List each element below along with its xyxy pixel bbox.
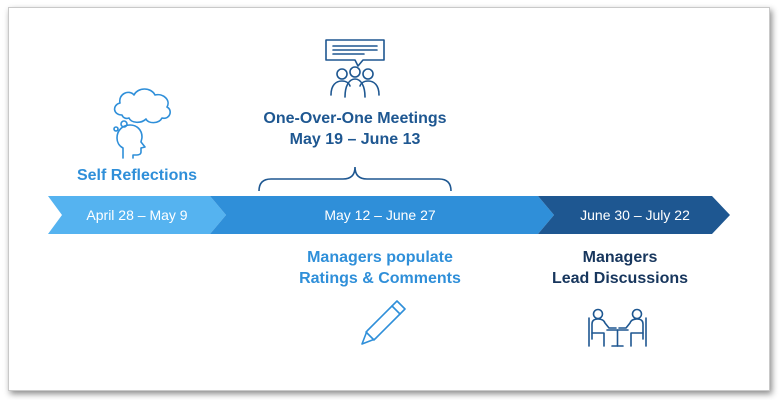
pencil-icon [361,300,406,345]
timeline-segment-2 [210,196,554,234]
timeline-segment-1 [48,196,226,234]
timeline-segment-3-label: June 30 – July 22 [580,207,690,223]
managers-lead-title: Managers Lead Discussions [520,247,720,290]
self-reflections-title: Self Reflections [76,167,198,184]
one-over-one-title-line1: One-Over-One Meetings [263,110,447,127]
timeline-segment-1-label: April 28 – May 9 [86,207,188,223]
two-people-table-icon [588,308,647,347]
one-over-one-title: One-Over-One Meetings May 19 – June 13 [235,108,475,151]
one-over-one-dates: May 19 – June 13 [289,131,421,149]
timeline-segment-3 [538,196,730,234]
thought-bubble-head-icon [113,88,171,159]
timeline-segment-2-label: May 12 – June 27 [324,207,436,223]
managers-lead-line2: Lead Discussions [551,270,689,288]
curly-brace [258,166,452,192]
managers-populate-line1: Managers populate [307,249,453,266]
presentation-audience-icon [325,39,385,98]
managers-lead-line1: Managers [582,249,658,266]
managers-populate-line2: Ratings & Comments [299,270,461,288]
managers-populate-title: Managers populate Ratings & Comments [270,247,490,290]
